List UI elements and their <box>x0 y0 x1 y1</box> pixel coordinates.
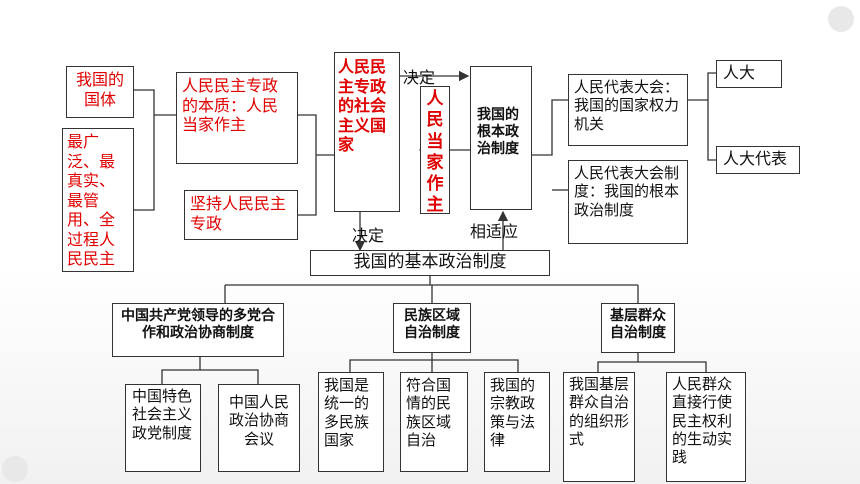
node-cpc-cooperation: 中国共产党领导的多党合作和政治协商制度 <box>112 303 284 357</box>
node-npc-system: 人民代表大会制度：我国的根本政治制度 <box>568 160 688 244</box>
node-basic-political-system: 我国的基本政治制度 <box>310 250 550 276</box>
node-party-system: 中国特色社会主义政党制度 <box>125 384 201 472</box>
node-adhere-dictatorship: 坚持人民民主专政 <box>184 190 298 240</box>
node-npc: 人大 <box>716 60 782 88</box>
node-religion-law: 我国的宗教政策与法律 <box>484 372 550 472</box>
node-people-master: 人民当家作主 <box>420 86 450 215</box>
node-guoti: 我国的国体 <box>66 66 134 118</box>
node-npc-deputy: 人大代表 <box>716 146 800 174</box>
node-pdd-socialist-state: 人民民主专政的社会主义国家 <box>334 52 400 212</box>
node-essence: 人民民主专政的本质：人民当家作主 <box>176 72 298 164</box>
node-most-broad-democracy: 最广泛、最真实、最管用、全过程人民民主 <box>62 128 134 272</box>
node-npc-power-organ: 人民代表大会：我国的国家权力机关 <box>568 74 688 146</box>
node-direct-democracy: 人民群众直接行使民主权利的生动实践 <box>666 372 746 482</box>
node-fits-conditions: 符合国情的民族区域自治 <box>400 372 468 472</box>
node-grassroots-autonomy: 基层群众自治制度 <box>601 303 675 353</box>
decorative-circle-bottom <box>2 456 28 482</box>
label-decide-top: 决定 <box>403 68 436 87</box>
decorative-circle-top <box>828 6 854 32</box>
node-root-political-system: 我国的根本政治制度 <box>470 66 532 210</box>
node-ethnic-autonomy: 民族区域自治制度 <box>393 303 471 353</box>
node-unified-multiethnic: 我国是统一的多民族国家 <box>318 372 384 472</box>
label-decide-bottom: 决定 <box>352 226 385 245</box>
label-adapt: 相适应 <box>470 222 519 241</box>
node-cppcc: 中国人民政治协商会议 <box>218 384 300 472</box>
node-grassroots-org-form: 我国基层群众自治的组织形式 <box>563 372 635 482</box>
